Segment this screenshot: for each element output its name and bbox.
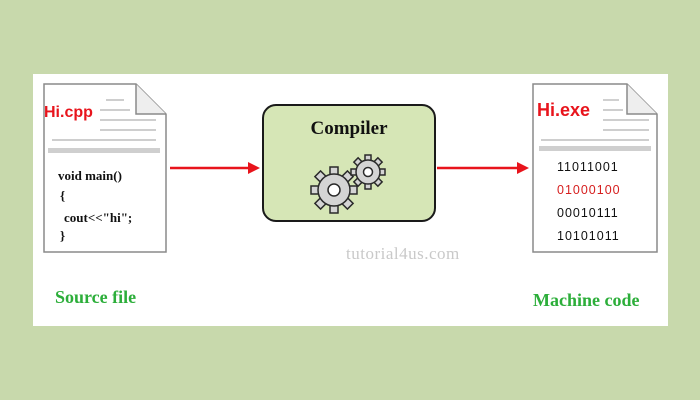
machine-code-document: Hi.exe 11011001 01000100 00010111 101010… <box>531 82 661 254</box>
gears-icon <box>310 154 386 214</box>
code-line: } <box>60 228 66 243</box>
code-line: void main() <box>58 168 122 183</box>
machine-code-caption: Machine code <box>533 290 640 310</box>
source-file-caption: Source file <box>55 287 137 307</box>
code-line: { <box>60 188 66 203</box>
binary-line: 10101011 <box>557 229 620 243</box>
code-line: cout<<"hi"; <box>64 210 133 225</box>
source-filename: Hi.cpp <box>44 104 93 121</box>
binary-line-highlighted: 01000100 <box>557 183 621 197</box>
binary-line: 00010111 <box>557 206 619 220</box>
binary-line: 11011001 <box>557 160 619 174</box>
compiler-box: Compiler <box>262 104 436 222</box>
document-icon <box>43 83 167 253</box>
watermark: tutorial4us.com <box>346 244 460 263</box>
document-icon <box>532 83 658 253</box>
arrow-right-icon <box>437 162 529 174</box>
arrow-right-icon <box>170 162 260 174</box>
compiler-title: Compiler <box>310 118 388 139</box>
machine-filename: Hi.exe <box>537 100 591 120</box>
source-file-document: Hi.cpp void main() { cout<<"hi"; } <box>38 82 168 254</box>
